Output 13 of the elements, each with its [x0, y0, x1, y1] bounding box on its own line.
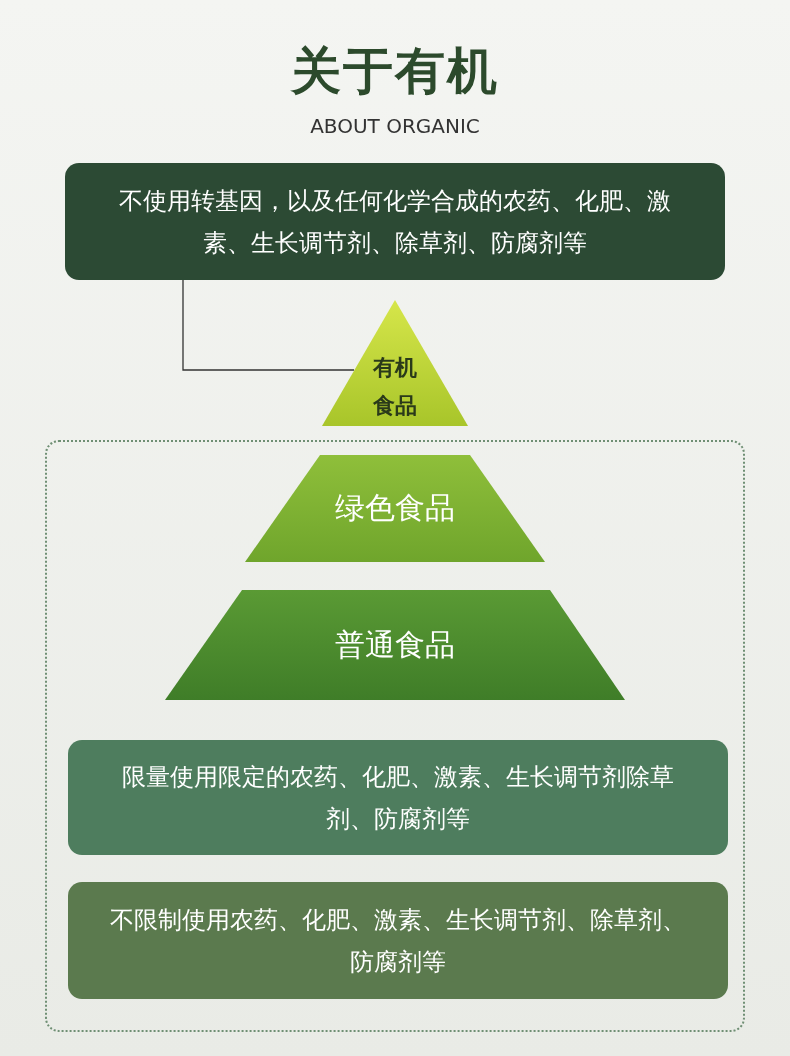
shape-label: 有机食品 — [372, 353, 418, 420]
shape-label: 不使用转基因，以及任何化学合成的农药、化肥、激素、生长调节剂、除草剂、防腐剂等 — [118, 185, 672, 259]
shape-label: 普通食品 — [335, 625, 455, 664]
title: 关于有机 — [289, 41, 500, 102]
shape-label: 限量使用限定的农药、化肥、激素、生长调节剂除草剂、防腐剂等 — [121, 761, 675, 835]
description-box — [65, 163, 725, 280]
description-box — [68, 882, 728, 999]
shape-label: 不限制使用农药、化肥、激素、生长调节剂、除草剂、防腐剂等 — [109, 904, 687, 978]
shape-label: 绿色食品 — [335, 489, 455, 528]
dotted-frame — [45, 440, 745, 1032]
subtitle: ABOUT ORGANIC — [309, 114, 481, 138]
description-box — [68, 740, 728, 855]
leader-line — [182, 279, 355, 371]
